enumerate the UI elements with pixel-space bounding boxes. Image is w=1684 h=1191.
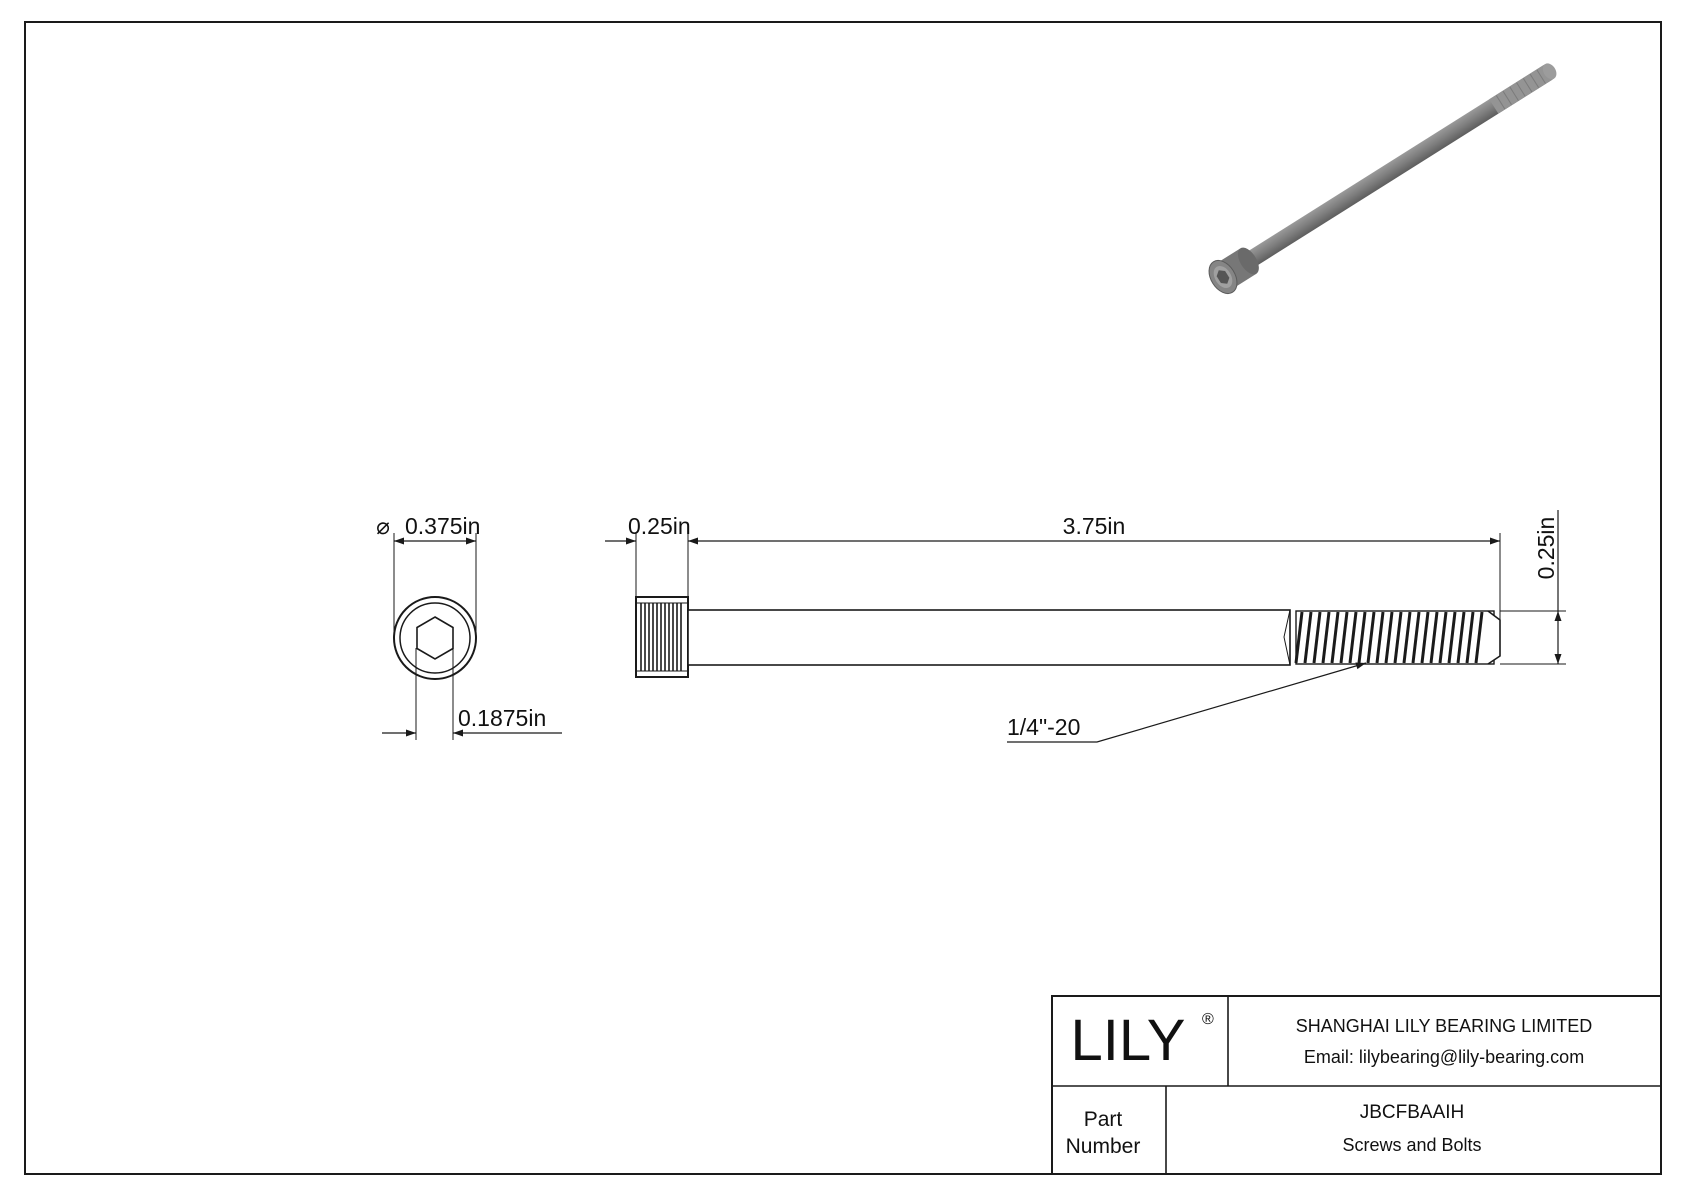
screw-shank xyxy=(687,609,1291,666)
registered-mark: ® xyxy=(1202,1011,1214,1028)
diameter-value: 0.375in xyxy=(405,513,480,539)
diameter-symbol: ⌀ xyxy=(376,513,390,539)
title-block xyxy=(1051,995,1662,1175)
end-view xyxy=(382,533,562,740)
company-name: SHANGHAI LILY BEARING LIMITED xyxy=(1296,1016,1592,1036)
head-chamfer-circle xyxy=(399,602,471,674)
thread-callout-label: 1/4"-20 xyxy=(1007,714,1080,740)
head-length-label: 0.25in xyxy=(628,513,691,539)
company-email: Email: lilybearing@lily-bearing.com xyxy=(1304,1047,1584,1067)
part-category: Screws and Bolts xyxy=(1342,1135,1481,1155)
sheet-border xyxy=(24,21,1662,1175)
head-outer-circle xyxy=(393,596,477,680)
socket-size-label: 0.1875in xyxy=(458,705,546,731)
length-label: 3.75in xyxy=(1063,513,1126,539)
part-label-line1: Part xyxy=(1084,1108,1123,1131)
isometric-screw-model xyxy=(1208,63,1557,295)
diameter-label: ⌀ 0.375in xyxy=(376,513,480,539)
thread-callout-leader xyxy=(1007,662,1367,743)
side-view xyxy=(605,510,1566,743)
thread-dia-label: 0.25in xyxy=(1533,517,1559,580)
part-label-line2: Number xyxy=(1066,1135,1141,1158)
thread-crests xyxy=(1294,611,1484,664)
company-logo: LILY xyxy=(1070,1008,1185,1073)
part-number: JBCFBAAIH xyxy=(1360,1102,1465,1123)
head-knurling xyxy=(640,603,682,671)
hex-socket xyxy=(416,616,454,660)
thread-runout xyxy=(1283,609,1291,666)
